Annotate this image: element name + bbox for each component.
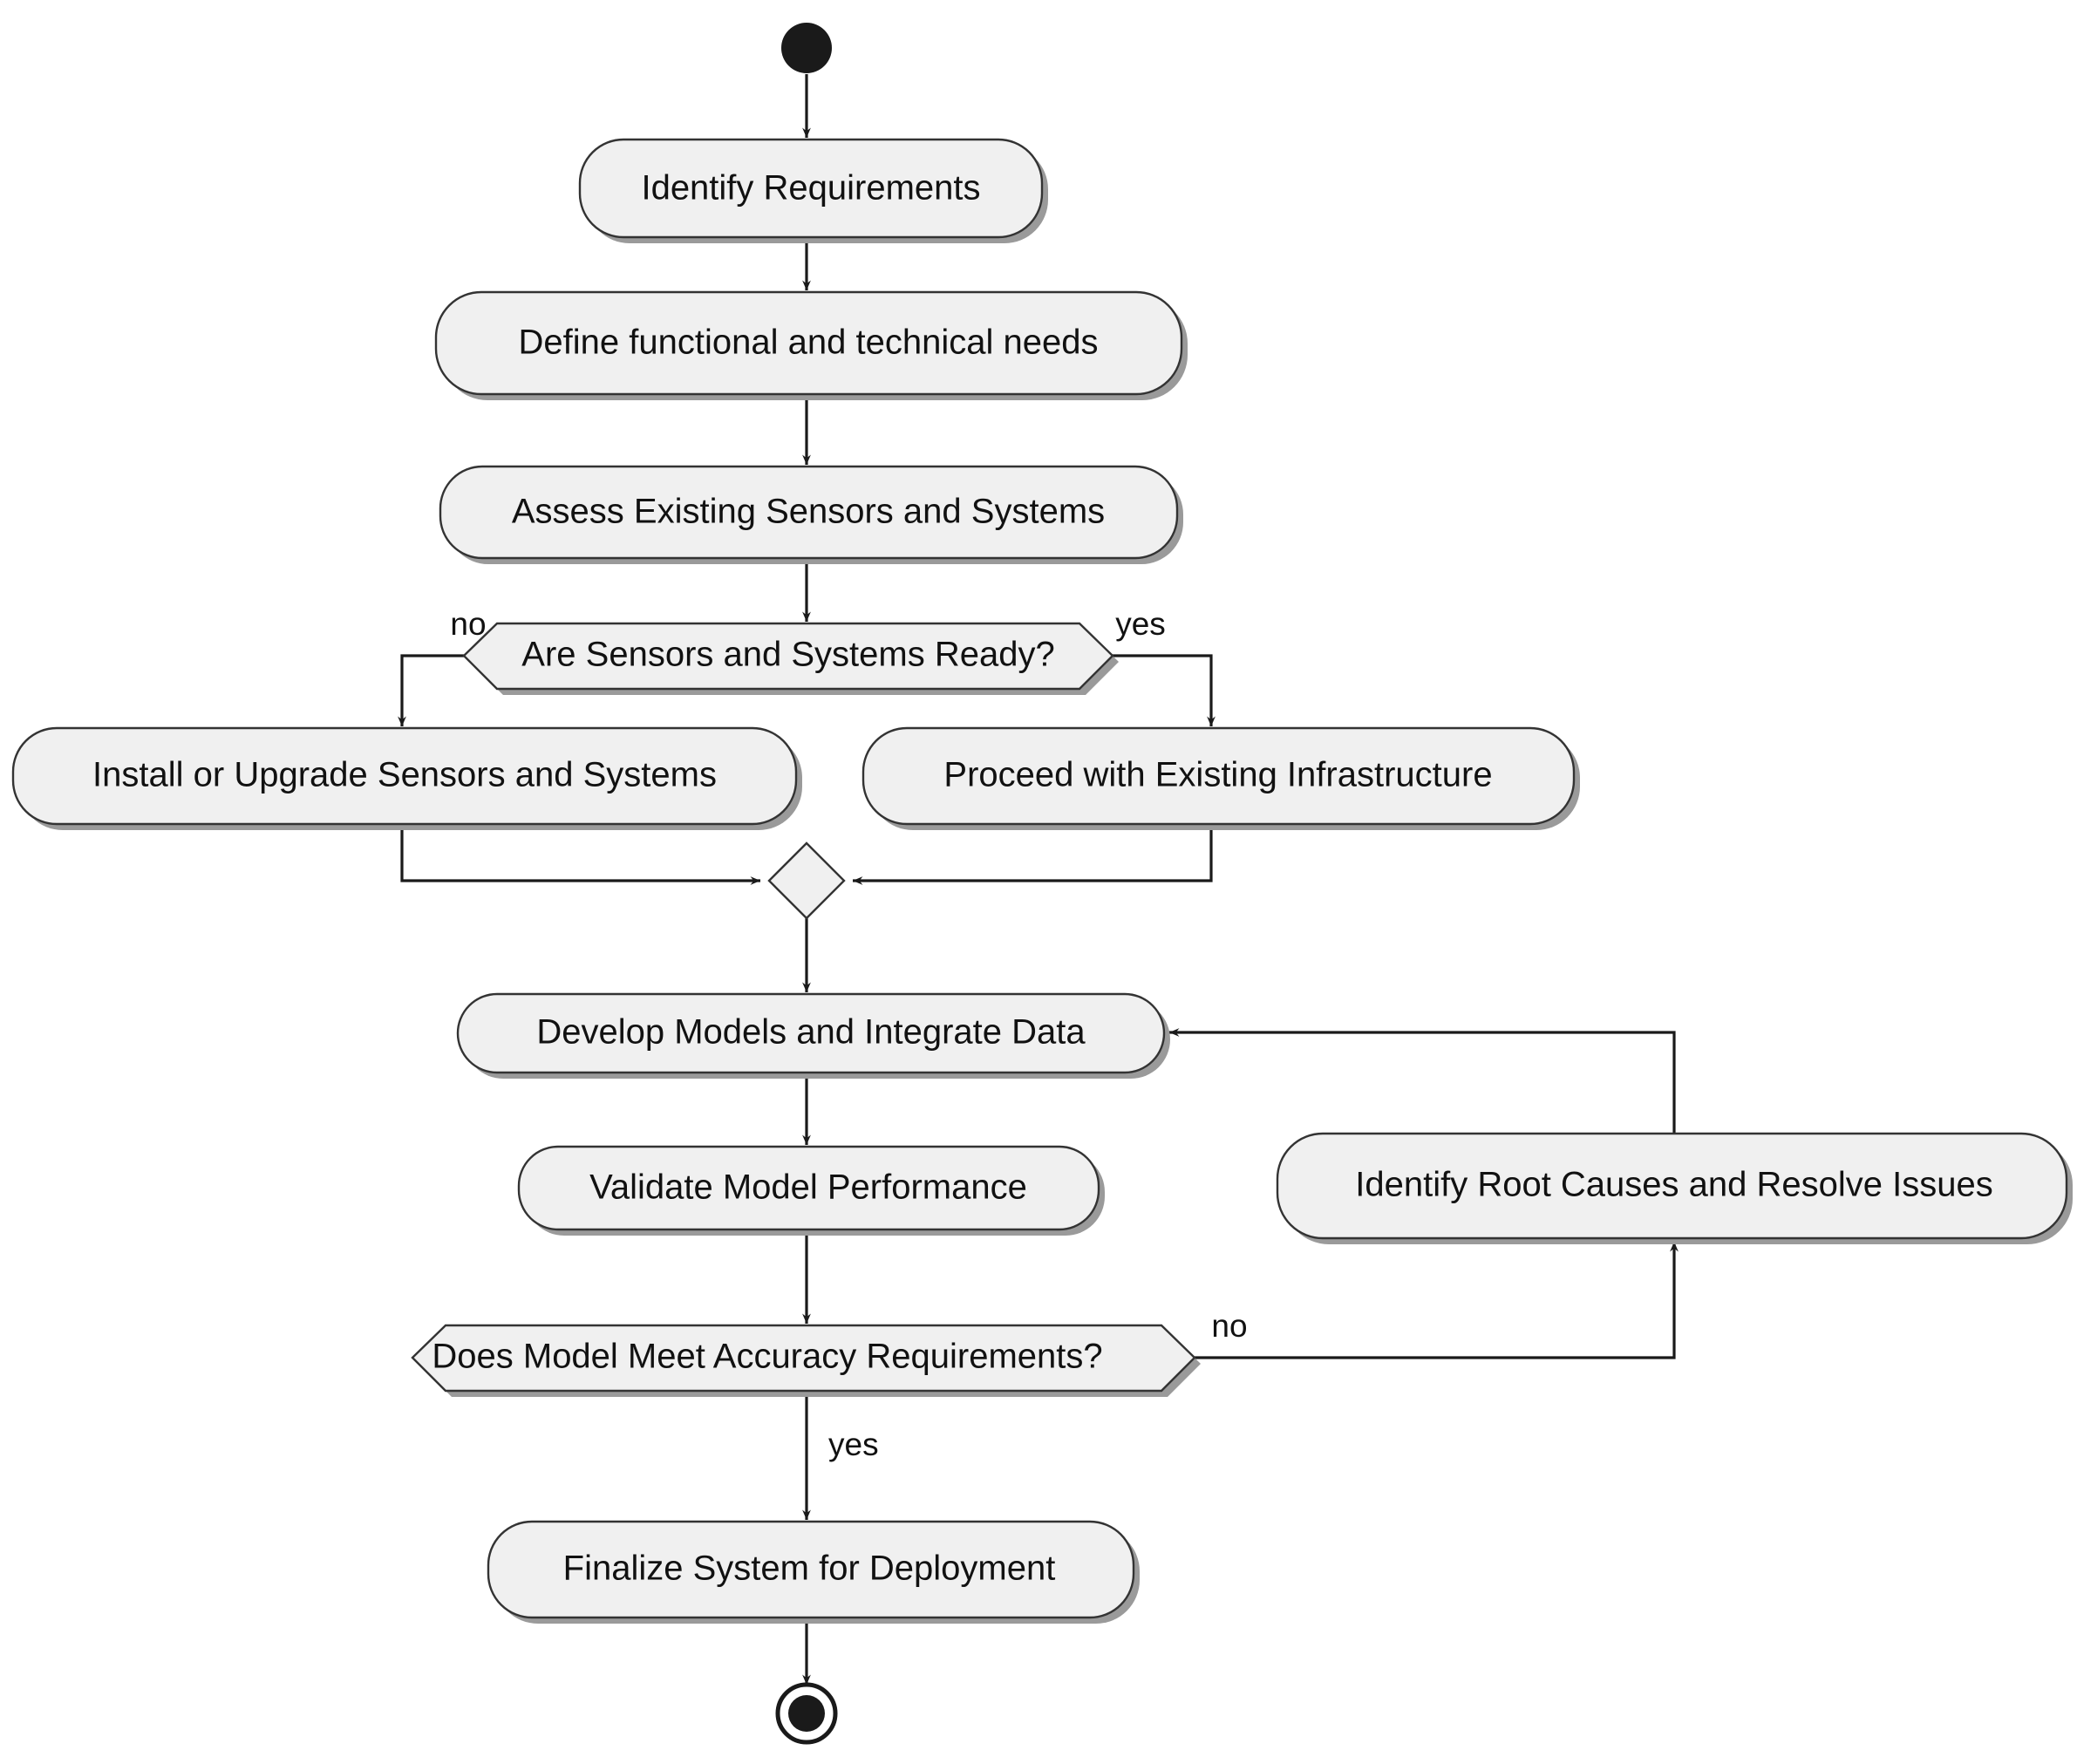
node-body: [487, 1520, 1135, 1619]
edge-decision-sensors-ready-yes-to-proceed-existing: yes: [1107, 606, 1216, 726]
action-label: Develop Models and Integrate Data: [536, 1013, 1086, 1052]
node-body: [456, 992, 1166, 1074]
edge-label-no: no: [450, 606, 486, 642]
edge-install-upgrade-to-merge: [400, 824, 760, 885]
edge-label-no: no: [1211, 1308, 1247, 1344]
edge-decision-accuracy-no-to-identify-root-causes: no: [1195, 1242, 1679, 1359]
node-body: [517, 1145, 1100, 1231]
action-identify-root-causes-and-resolve-issues[interactable]: Identify Root Causes and Resolve Issues: [1276, 1132, 2073, 1244]
node-body: [439, 465, 1179, 560]
final-node: [775, 1682, 838, 1745]
edge-line: [1195, 1242, 1679, 1359]
action-label: Proceed with Existing Infrastructure: [943, 756, 1492, 794]
action-proceed-with-existing-infrastructure[interactable]: Proceed with Existing Infrastructure: [861, 726, 1580, 830]
edge-line: [1169, 1028, 1676, 1134]
merge-node: [767, 841, 846, 920]
merge-node-diamond: [767, 841, 846, 920]
action-assess-existing-sensors-and-systems[interactable]: Assess Existing Sensors and Systems: [439, 465, 1183, 564]
action-label: Identify Requirements: [641, 169, 980, 208]
edge-line: [1107, 654, 1216, 726]
decision-does-model-meet-accuracy-requirements[interactable]: Does Model Meet Accuracy Requirements?: [411, 1324, 1201, 1397]
initial-node-circle: [781, 23, 832, 73]
action-install-or-upgrade-sensors-and-systems[interactable]: Install or Upgrade Sensors and Systems: [11, 726, 802, 830]
edge-decision-accuracy-yes-to-finalize-system: yes: [802, 1391, 879, 1520]
edge-identify-root-causes-to-develop-models: [1169, 1028, 1676, 1134]
edge-proceed-existing-to-merge: [853, 824, 1213, 885]
action-finalize-system-for-deployment[interactable]: Finalize System for Deployment: [487, 1520, 1140, 1624]
decision-label: Are Sensors and Systems Ready?: [521, 636, 1054, 674]
decision-label: Does Model Meet Accuracy Requirements?: [432, 1338, 1102, 1376]
initial-node: [781, 23, 832, 73]
edge-line: [853, 824, 1213, 885]
action-label: Validate Model Performance: [589, 1168, 1027, 1207]
node-body: [1276, 1132, 2068, 1240]
action-label: Identify Root Causes and Resolve Issues: [1355, 1166, 1993, 1204]
node-body: [411, 1324, 1196, 1393]
final-node-core: [788, 1695, 825, 1732]
action-define-functional-and-technical-needs[interactable]: Define functional and technical needs: [434, 290, 1188, 400]
action-label: Define functional and technical needs: [519, 324, 1099, 362]
edge-label-yes: yes: [1115, 606, 1166, 642]
edge-label-yes: yes: [828, 1427, 879, 1462]
action-label: Assess Existing Sensors and Systems: [512, 493, 1105, 531]
node-body: [578, 138, 1044, 239]
action-develop-models-and-integrate-data[interactable]: Develop Models and Integrate Data: [456, 992, 1170, 1079]
node-body: [861, 726, 1576, 826]
edge-line: [400, 824, 760, 885]
node-body: [434, 290, 1183, 396]
action-validate-model-performance[interactable]: Validate Model Performance: [517, 1145, 1105, 1236]
action-label: Finalize System for Deployment: [563, 1549, 1056, 1588]
node-body: [11, 726, 798, 826]
decision-are-sensors-and-systems-ready[interactable]: Are Sensors and Systems Ready?: [462, 622, 1119, 695]
node-body: [462, 622, 1114, 691]
action-label: Install or Upgrade Sensors and Systems: [92, 756, 717, 794]
action-identify-requirements[interactable]: Identify Requirements: [578, 138, 1048, 243]
